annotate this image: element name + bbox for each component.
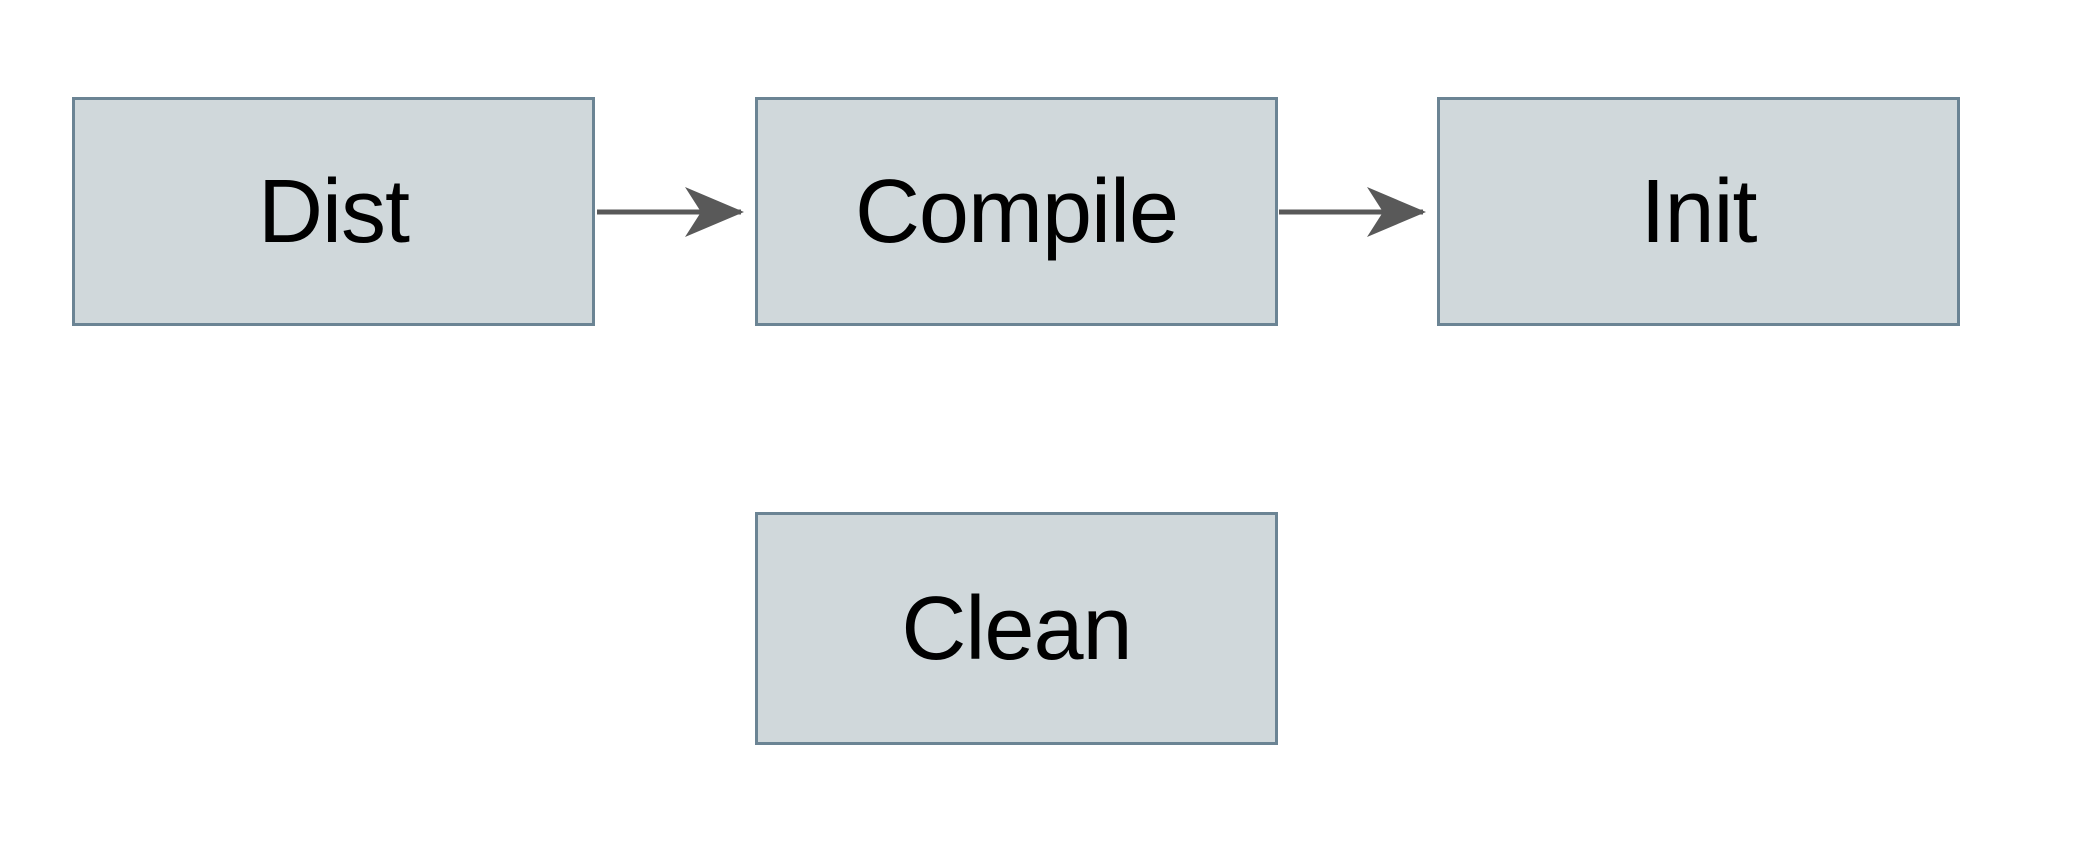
node-clean[interactable]: Clean xyxy=(755,512,1278,745)
node-init[interactable]: Init xyxy=(1437,97,1960,326)
node-label: Clean xyxy=(901,578,1132,679)
node-label: Compile xyxy=(854,161,1179,262)
node-dist[interactable]: Dist xyxy=(72,97,595,326)
node-compile[interactable]: Compile xyxy=(755,97,1278,326)
node-label: Dist xyxy=(258,161,410,262)
node-label: Init xyxy=(1640,161,1757,262)
